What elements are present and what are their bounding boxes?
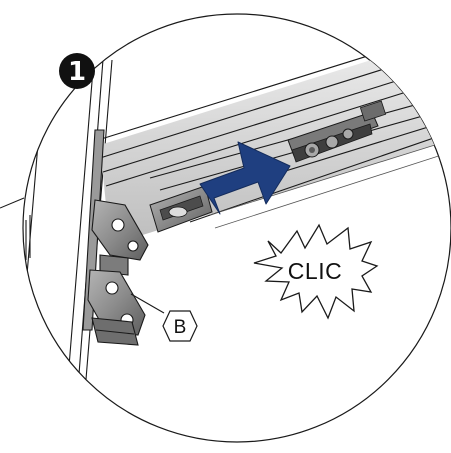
step-number: 1 (68, 57, 86, 87)
part-label: B (174, 317, 187, 338)
sliding-block (149, 185, 213, 233)
direction-arrow-icon (199, 141, 291, 215)
external-frame-line (0, 197, 25, 209)
step-badge-icon (59, 53, 95, 89)
clic-callout-text: CLIC (288, 258, 342, 284)
latch-mechanism (287, 100, 387, 163)
hexagon-label-icon (162, 310, 198, 342)
starburst-icon (253, 223, 379, 320)
hinge-bracket (82, 129, 149, 346)
leader-line (130, 293, 165, 314)
